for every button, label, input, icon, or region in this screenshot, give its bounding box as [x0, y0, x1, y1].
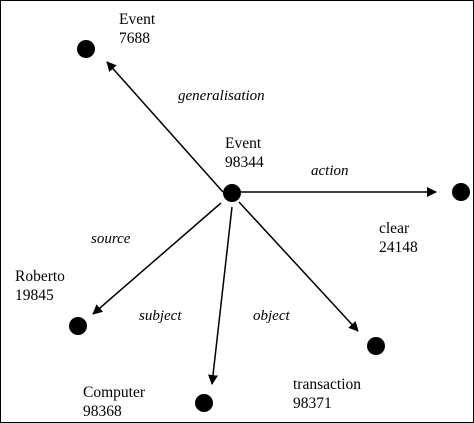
- node-name: Computer: [83, 384, 145, 401]
- node-dot-top-left: [77, 40, 95, 58]
- edge-label-subject: subject: [139, 308, 182, 324]
- edge-label-object: object: [253, 308, 290, 324]
- node-label-bottom: Computer 98368: [83, 383, 145, 421]
- node-id: 98368: [83, 403, 122, 420]
- node-id: 19845: [15, 287, 54, 304]
- node-label-left: Roberto 19845: [15, 267, 65, 305]
- edge-generalisation: [106, 61, 224, 193]
- edge-object: [238, 201, 359, 332]
- edge-subject: [208, 206, 233, 385]
- node-dot-left: [69, 317, 87, 335]
- node-name: clear: [379, 220, 410, 237]
- node-label-bottom-right: transaction 98371: [293, 375, 361, 413]
- node-id: 98371: [293, 395, 332, 412]
- edge-label-generalisation: generalisation: [178, 88, 265, 104]
- node-id: 24148: [379, 239, 418, 256]
- node-name: Event: [225, 135, 262, 152]
- node-name: Roberto: [15, 268, 65, 285]
- node-id: 98344: [225, 154, 264, 171]
- edge-source: [92, 202, 222, 315]
- edge-label-action: action: [311, 163, 349, 179]
- node-label-top-left: Event 7688: [119, 10, 155, 48]
- node-dot-bottom-right: [367, 337, 385, 355]
- node-id: 7688: [119, 30, 150, 47]
- node-dot-center: [223, 184, 241, 202]
- node-name: Event: [119, 11, 156, 28]
- node-label-right: clear 24148: [379, 219, 418, 257]
- node-name: transaction: [293, 376, 362, 393]
- node-dot-right: [452, 183, 470, 201]
- node-label-center: Event 98344: [225, 134, 264, 172]
- node-dot-bottom: [195, 394, 213, 412]
- edge-label-source: source: [91, 231, 131, 247]
